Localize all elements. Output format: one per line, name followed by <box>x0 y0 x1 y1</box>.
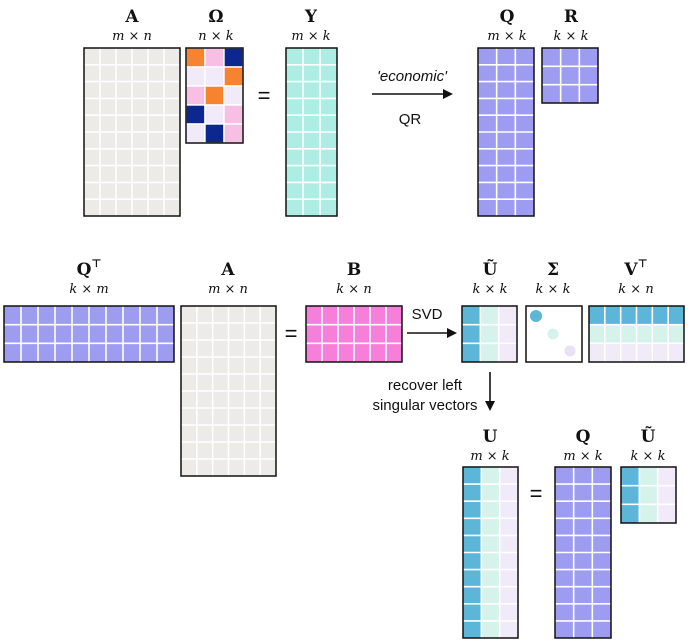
label-svd: SVD <box>412 306 443 323</box>
matrix-a-mid <box>180 305 277 477</box>
dim-omega: n × k <box>198 29 234 44</box>
matrix-qt <box>3 305 175 363</box>
omega-cell <box>204 47 225 68</box>
title-a-mid: A <box>220 260 235 280</box>
omega-cell <box>204 66 225 87</box>
omega-cell <box>223 66 244 87</box>
dim-qt: k × m <box>69 282 108 297</box>
dim-utilde-bottom: k × k <box>631 449 666 464</box>
omega-cell <box>223 123 244 144</box>
dim-u: m × k <box>470 449 509 464</box>
omega-cell <box>204 123 225 144</box>
title-q-top: Q <box>500 7 515 27</box>
dim-y: m × k <box>291 29 330 44</box>
label-recover-1: recover left <box>388 377 463 394</box>
matrix-y <box>285 47 338 217</box>
sigma-3-dot <box>564 345 576 357</box>
dim-q-top: m × k <box>487 29 526 44</box>
matrix-q-bottom <box>554 466 612 639</box>
dim-vt: k × n <box>618 282 653 297</box>
title-b: B <box>347 260 361 280</box>
label-economic: 'economic' <box>377 68 448 85</box>
label-qr: QR <box>399 111 422 128</box>
title-utilde-bottom: Ũ <box>641 425 656 447</box>
matrix-u <box>462 466 519 639</box>
title-qt: Q⊤ <box>77 257 102 280</box>
matrix-omega <box>185 47 244 144</box>
matrix-a-top <box>83 47 181 217</box>
dim-sigma: k × k <box>536 282 571 297</box>
title-u: U <box>483 427 498 447</box>
matrix-r <box>541 47 599 104</box>
omega-cell <box>223 104 244 125</box>
matrix-b <box>305 305 403 363</box>
omega-cell <box>223 47 244 68</box>
matrix-q-top <box>477 47 535 217</box>
equals-mid: = <box>285 321 298 346</box>
omega-cell <box>185 104 206 125</box>
title-sigma: Σ <box>547 260 559 280</box>
dim-a-top: m × n <box>112 29 152 44</box>
equals-bottom: = <box>530 481 543 506</box>
omega-cell <box>185 85 206 106</box>
label-recover-2: singular vectors <box>372 397 477 414</box>
omega-cell <box>204 104 225 125</box>
dim-b: k × n <box>336 282 371 297</box>
equals-top: = <box>258 83 271 108</box>
matrix-vt <box>588 305 685 363</box>
omega-cell <box>223 85 244 106</box>
matrix-utilde-mid <box>461 305 518 363</box>
title-omega: Ω <box>208 7 223 27</box>
omega-cell <box>185 47 206 68</box>
matrix-utilde-bottom <box>620 466 677 524</box>
title-utilde-mid: Ũ <box>483 258 498 280</box>
omega-cell <box>185 123 206 144</box>
title-vt: V⊤ <box>623 257 647 280</box>
omega-cell <box>204 85 225 106</box>
title-q-bottom: Q <box>576 427 591 447</box>
dim-utilde-mid: k × k <box>473 282 508 297</box>
title-y: Y <box>304 7 318 27</box>
title-r: R <box>564 7 579 27</box>
omega-cell <box>185 66 206 87</box>
dim-q-bottom: m × k <box>563 449 602 464</box>
dim-r: k × k <box>554 29 589 44</box>
sigma-1-dot <box>530 310 542 322</box>
matrix-sigma <box>525 305 583 363</box>
title-a-top: A <box>124 7 139 27</box>
dim-a-mid: m × n <box>208 282 248 297</box>
sigma-2-dot <box>547 328 559 340</box>
